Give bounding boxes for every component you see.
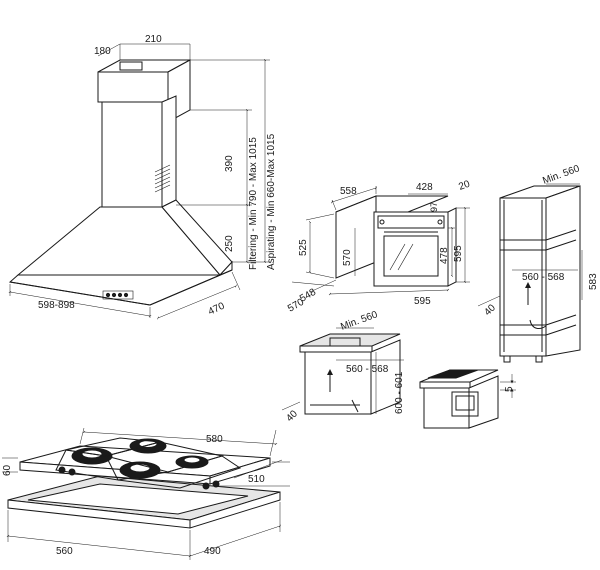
hob-install-cabinet	[423, 387, 470, 429]
hood-chimney-height-label: 390	[224, 155, 235, 172]
under-counter-drawing: Min. 560 560 - 568 600 - 601 40	[281, 309, 405, 424]
oven-drawing: 558 428 20 97 595 478 525 570 548 570 59…	[286, 179, 472, 315]
hob-width-label: 580	[206, 434, 223, 445]
hood-chimney-front-upper	[97, 71, 169, 103]
hob-cutout-width-label: 560	[56, 546, 73, 557]
hob-cutout-depth-label: 490	[204, 546, 221, 557]
oven-height-body-label: 525	[298, 239, 309, 256]
column-vent-label: 40	[482, 302, 498, 318]
oven-width-front-label: 595	[414, 296, 431, 307]
column-body	[499, 197, 547, 357]
hood-width-canopy-label: 598-898	[38, 300, 75, 311]
cabinet-front	[304, 351, 372, 415]
oven-width-label: 558	[340, 186, 357, 197]
oven-panel-label: 97	[429, 202, 439, 212]
hood-chimney-right	[161, 95, 177, 208]
column-min-label: Min. 560	[541, 163, 581, 187]
counter-top	[299, 333, 401, 347]
oven-depth-front-label: 428	[416, 182, 433, 193]
gas-hob-drawing: 580 510 60 560 490	[2, 427, 290, 560]
hood-vent-grille	[154, 164, 171, 193]
column-height-label: 583	[588, 273, 599, 290]
oven-height-inner-label: 478	[439, 247, 450, 264]
hob-depth-label: 510	[248, 474, 265, 485]
chimney-hood-drawing: 180 210 390 250 Filtering - Min 790 - Ma…	[8, 34, 277, 320]
hood-chimney-front	[101, 101, 163, 208]
hood-aspirating-range: Aspirating - Min 660-Max 1015	[266, 133, 277, 270]
under-counter-min-label: Min. 560	[339, 309, 379, 333]
hood-depth-canopy-label: 470	[207, 301, 227, 318]
oven-height-side-label: 570	[342, 249, 353, 266]
oven-control-strip	[377, 215, 445, 229]
oven-front-offset-label: 20	[457, 179, 472, 193]
hob-height-label: 60	[2, 464, 13, 476]
hood-canopy-height-label: 250	[224, 235, 235, 252]
hood-depth-top-label: 180	[94, 46, 111, 57]
under-counter-vent-label: 40	[284, 408, 300, 424]
under-counter-height-label: 600 - 601	[394, 371, 405, 414]
oven-door-window	[383, 235, 439, 277]
hob-install-drawing: 5	[419, 369, 516, 429]
hood-filtering-range: Filtering - Min 790 - Max 1015	[248, 137, 259, 270]
hood-width-top-label: 210	[145, 34, 162, 45]
hob-install-gap-label: 5	[504, 386, 515, 392]
oven-height-outer-label: 595	[453, 245, 464, 262]
oven-front	[373, 211, 449, 287]
tall-column-drawing: Min. 560 560 - 568 583 40	[477, 163, 599, 363]
under-counter-opening-label: 560 - 568	[346, 364, 389, 375]
column-opening-label: 560 - 568	[522, 272, 565, 283]
